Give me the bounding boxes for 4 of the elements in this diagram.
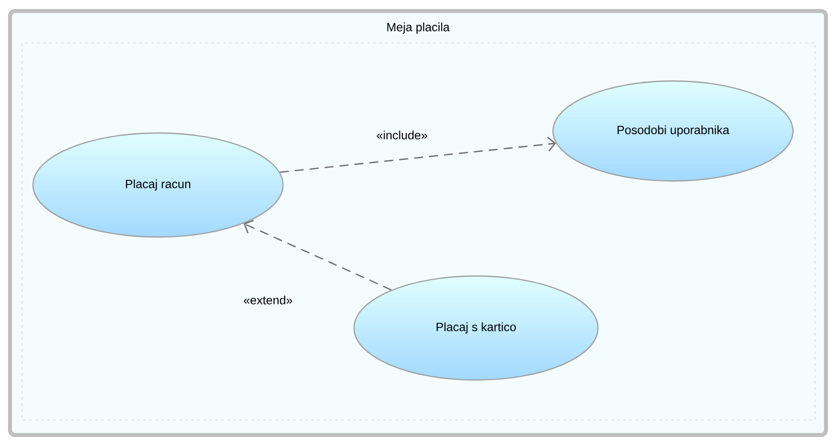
edge-label: «include»	[375, 130, 429, 140]
arrow	[280, 136, 556, 173]
arrow	[244, 220, 392, 291]
edge-label: «extend»	[242, 294, 294, 306]
